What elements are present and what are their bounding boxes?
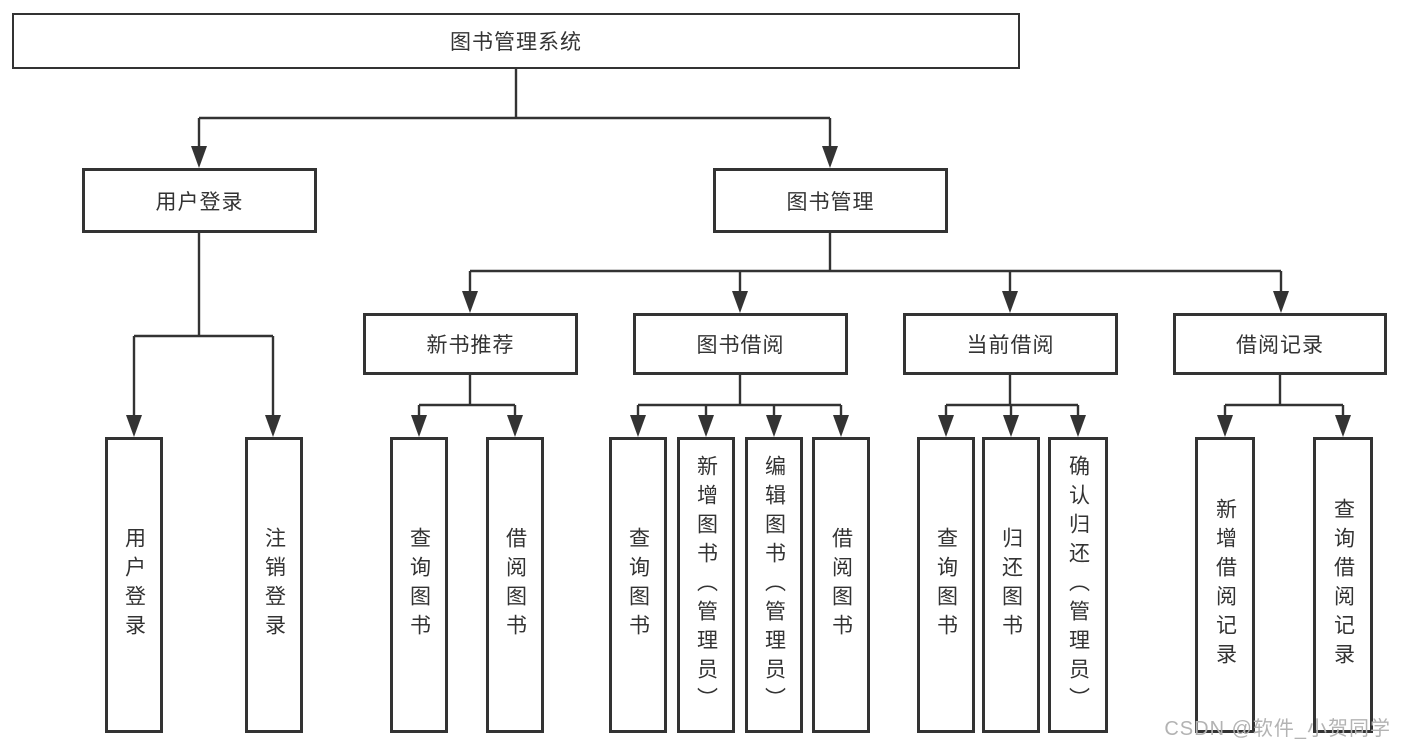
node-user-login: 用户登录: [82, 168, 317, 233]
node-book-borrowing: 图书借阅: [633, 313, 848, 375]
leaf-label: 新增图书（管理员）: [694, 454, 718, 716]
leaf-label: 借阅图书: [829, 527, 853, 643]
node-current-borrowing: 当前借阅: [903, 313, 1118, 375]
leaf-label: 新增借阅记录: [1213, 498, 1237, 672]
leaf-label: 查询图书: [626, 527, 650, 643]
leaf-label: 归还图书: [999, 527, 1023, 643]
leaf-label: 借阅图书: [503, 527, 527, 643]
leaf-add-books-admin: 新增图书（管理员）: [677, 437, 735, 733]
leaf-label: 注销登录: [262, 527, 286, 643]
leaf-label: 查询借阅记录: [1331, 498, 1355, 672]
leaf-label: 用户登录: [122, 527, 146, 643]
leaf-edit-books-admin: 编辑图书（管理员）: [745, 437, 803, 733]
leaf-query-books-current: 查询图书: [917, 437, 975, 733]
node-book-management: 图书管理: [713, 168, 948, 233]
leaf-add-borrow-record: 新增借阅记录: [1195, 437, 1255, 733]
leaf-borrow-books-recommend: 借阅图书: [486, 437, 544, 733]
leaf-logout: 注销登录: [245, 437, 303, 733]
node-new-book-recommendation: 新书推荐: [363, 313, 578, 375]
node-library-system: 图书管理系统: [12, 13, 1020, 69]
leaf-return-books: 归还图书: [982, 437, 1040, 733]
leaf-confirm-return-admin: 确认归还（管理员）: [1048, 437, 1108, 733]
leaf-label: 确认归还（管理员）: [1066, 454, 1090, 716]
leaf-query-books-recommend: 查询图书: [390, 437, 448, 733]
csdn-watermark: CSDN @软件_小贺同学: [1164, 718, 1391, 740]
leaf-borrow-books: 借阅图书: [812, 437, 870, 733]
leaf-label: 查询图书: [934, 527, 958, 643]
leaf-user-login: 用户登录: [105, 437, 163, 733]
leaf-label: 编辑图书（管理员）: [762, 454, 786, 716]
node-borrowing-records: 借阅记录: [1173, 313, 1387, 375]
leaf-label: 查询图书: [407, 527, 431, 643]
leaf-query-borrow-record: 查询借阅记录: [1313, 437, 1373, 733]
leaf-query-books-borrow: 查询图书: [609, 437, 667, 733]
